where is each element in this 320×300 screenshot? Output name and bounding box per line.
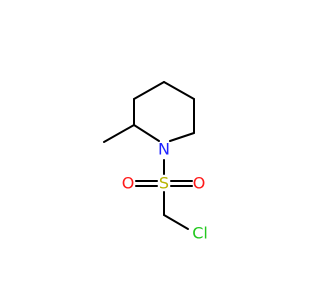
bond-c2-methyl	[103, 124, 135, 143]
structure-diagram: N S O O Cl	[103, 81, 208, 243]
nitrogen-atom-label: N	[158, 140, 170, 159]
oxygen-left-atom-label: O	[122, 174, 135, 193]
bond-c6-n	[169, 132, 195, 142]
bond-n-c2	[133, 124, 160, 142]
bond-c3-c4	[133, 81, 165, 100]
bond-c4-c5	[163, 81, 195, 100]
chlorine-atom-label: Cl	[192, 224, 208, 243]
bond-ch2-cl	[163, 214, 189, 230]
oxygen-right-atom-label: O	[193, 174, 206, 193]
sulfur-atom-label: S	[159, 174, 169, 193]
molecule-drawing: N S O O Cl	[103, 81, 208, 243]
